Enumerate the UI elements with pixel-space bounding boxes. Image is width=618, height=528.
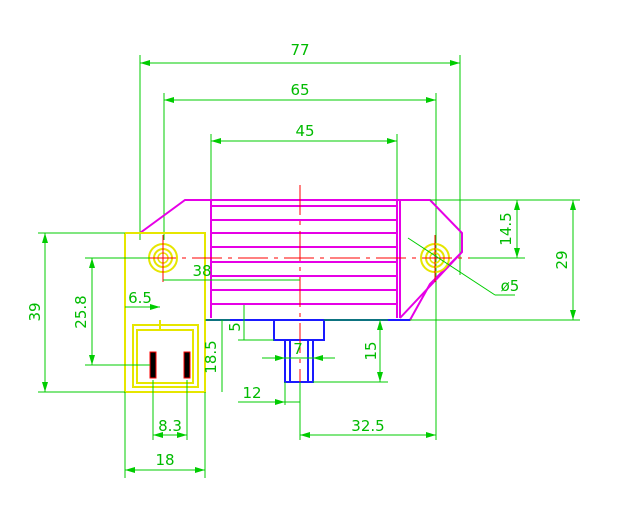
dim-25-8: 25.8 <box>72 257 150 366</box>
dim-65: 65 <box>163 81 437 440</box>
dim-38: 38 <box>163 262 300 281</box>
centerlines <box>100 185 490 400</box>
dim-18-label: 18 <box>155 451 174 469</box>
regulator-body <box>136 199 463 321</box>
dim-15-label: 15 <box>362 341 380 360</box>
connector-housing <box>124 232 206 393</box>
cooling-fins <box>211 205 397 305</box>
dim-5: 5 <box>226 305 274 341</box>
dim-12-label: 12 <box>242 384 261 402</box>
dim-25-8-label: 25.8 <box>72 295 90 328</box>
dim-38-label: 38 <box>192 262 211 280</box>
dim-phi5-label: ø5 <box>501 277 520 295</box>
dim-5-label: 5 <box>226 322 244 332</box>
dim-77-label: 77 <box>290 41 309 59</box>
dim-6-5-label: 6.5 <box>128 289 152 307</box>
dim-29: 29 <box>410 199 580 321</box>
dim-phi5: ø5 <box>407 237 520 296</box>
dim-45: 45 <box>210 122 398 200</box>
dim-18-5: 18.5 <box>202 319 230 392</box>
dim-77: 77 <box>139 41 461 275</box>
dim-8-3-label: 8.3 <box>158 417 182 435</box>
dim-6-5: 6.5 <box>125 289 160 310</box>
dim-7: 7 <box>262 340 335 361</box>
dim-39-label: 39 <box>26 302 44 321</box>
dim-14-5-label: 14.5 <box>497 212 515 245</box>
dim-32-5-label: 32.5 <box>351 417 384 435</box>
dim-45-label: 45 <box>295 122 314 140</box>
dim-8-3: 8.3 <box>152 380 188 440</box>
dim-14-5: 14.5 <box>430 199 525 259</box>
dim-18-5-label: 18.5 <box>202 340 220 373</box>
dim-15: 15 <box>313 319 388 383</box>
dim-65-label: 65 <box>290 81 309 99</box>
dim-7-label: 7 <box>293 340 303 358</box>
dim-18: 18 <box>124 392 206 478</box>
dim-39: 39 <box>26 232 125 393</box>
dim-29-label: 29 <box>553 250 571 269</box>
dim-12: 12 <box>238 382 301 440</box>
connector-pins <box>149 351 191 379</box>
bottom-terminal <box>273 319 325 383</box>
dim-32-5: 32.5 <box>300 417 436 438</box>
